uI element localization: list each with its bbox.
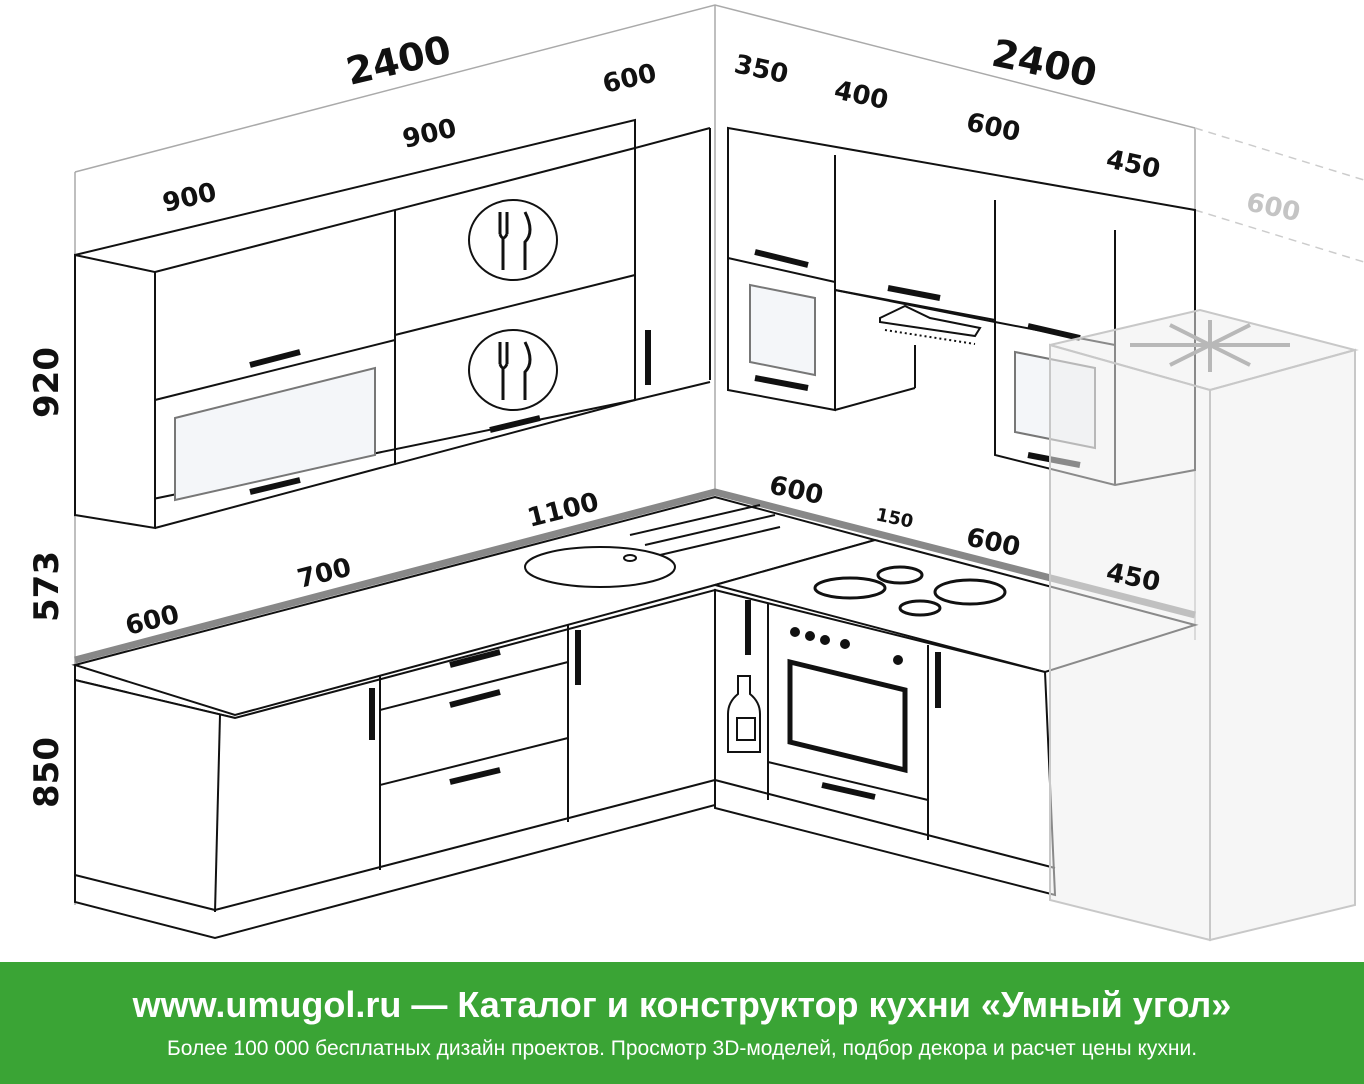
dim-upper-left-2: 900 — [400, 113, 460, 154]
banner-title[interactable]: www.umugol.ru — Каталог и конструктор ку… — [132, 984, 1232, 1025]
dim-upper-right-2: 400 — [832, 76, 891, 117]
dim-height-upper: 920 — [27, 347, 67, 418]
oven-icon — [787, 627, 908, 774]
sink-icon — [524, 504, 781, 588]
dim-upper-right-4: 450 — [1104, 145, 1163, 186]
dim-counter-right-2: 150 — [874, 504, 915, 532]
upper-cabinets-left — [74, 118, 711, 530]
cutlery-icon — [468, 329, 558, 411]
dim-upper-left-1: 900 — [160, 177, 220, 218]
dim-fridge-depth: 600 — [1244, 188, 1303, 229]
dim-upper-right-1: 350 — [732, 50, 791, 91]
footer-banner: www.umugol.ru — Каталог и конструктор ку… — [0, 962, 1364, 1084]
dim-top-right-total: 2400 — [988, 31, 1101, 96]
dim-height-backsplash: 573 — [27, 551, 67, 622]
range-hood-icon — [879, 304, 982, 345]
dim-upper-right-3: 600 — [964, 108, 1023, 149]
kitchen-drawing: 2400 2400 900 900 600 350 400 600 450 60… — [27, 4, 1364, 942]
dim-top-left-total: 2400 — [342, 27, 455, 94]
cooktop-icon — [813, 565, 1007, 617]
dim-height-base: 850 — [27, 737, 67, 808]
fridge — [1049, 308, 1359, 942]
cutlery-icon — [468, 199, 558, 281]
bottle-icon — [727, 675, 761, 753]
dim-upper-corner: 600 — [600, 58, 660, 99]
snowflake-icon — [1130, 320, 1290, 372]
banner-subtitle: Более 100 000 бесплатных дизайн проектов… — [166, 1037, 1198, 1060]
